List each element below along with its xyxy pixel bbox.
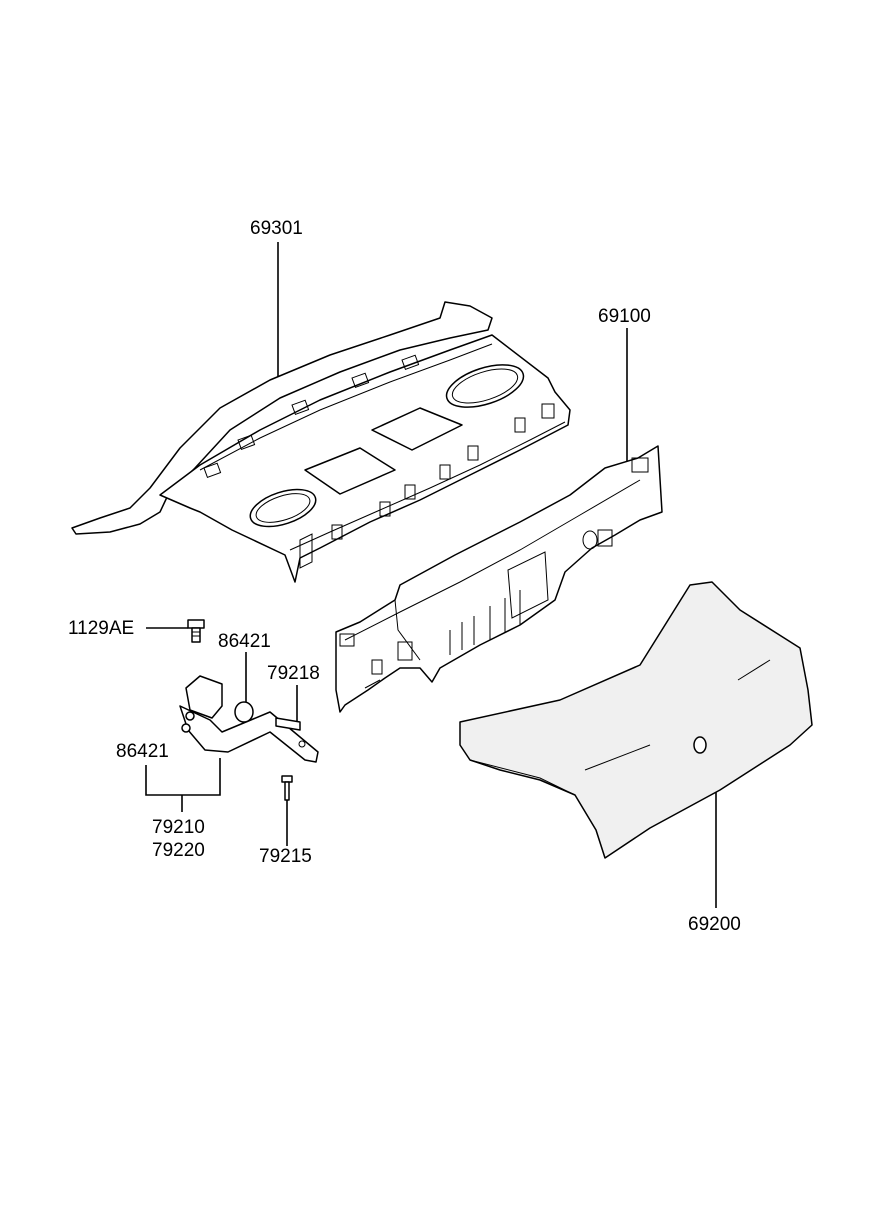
trunk-lid-body (459, 581, 813, 859)
trunk-hinge (179, 675, 319, 801)
tray-side-rail (71, 301, 493, 535)
tray-opening-right (371, 407, 463, 451)
leader-bracket-79210 (145, 758, 221, 796)
callout-79215[interactable]: 79215 (259, 846, 312, 867)
bump-stop (234, 701, 254, 723)
rear-package-tray (71, 301, 571, 583)
callout-86421-top[interactable]: 86421 (218, 631, 271, 652)
bolt-1129ae (187, 619, 205, 643)
callout-79218[interactable]: 79218 (267, 663, 320, 684)
speaker-hole-left (249, 488, 317, 528)
trunk-lid (459, 581, 813, 859)
callout-69100[interactable]: 69100 (598, 306, 651, 327)
rear-panel (335, 445, 663, 713)
hinge-shim (275, 717, 301, 731)
leader-lines (145, 242, 717, 908)
rear-panel-body (335, 445, 663, 713)
callout-69200[interactable]: 69200 (688, 914, 741, 935)
callout-1129ae[interactable]: 1129AE (68, 618, 135, 639)
callout-69301[interactable]: 69301 (250, 218, 303, 239)
callout-86421-left[interactable]: 86421 (116, 741, 169, 762)
callout-79210[interactable]: 79210 (152, 817, 205, 838)
tray-opening-left (304, 447, 396, 495)
trunk-lock-hole (693, 736, 707, 754)
speaker-hole-right (445, 364, 525, 408)
callout-79220[interactable]: 79220 (152, 840, 205, 861)
hinge-arm (179, 705, 319, 763)
